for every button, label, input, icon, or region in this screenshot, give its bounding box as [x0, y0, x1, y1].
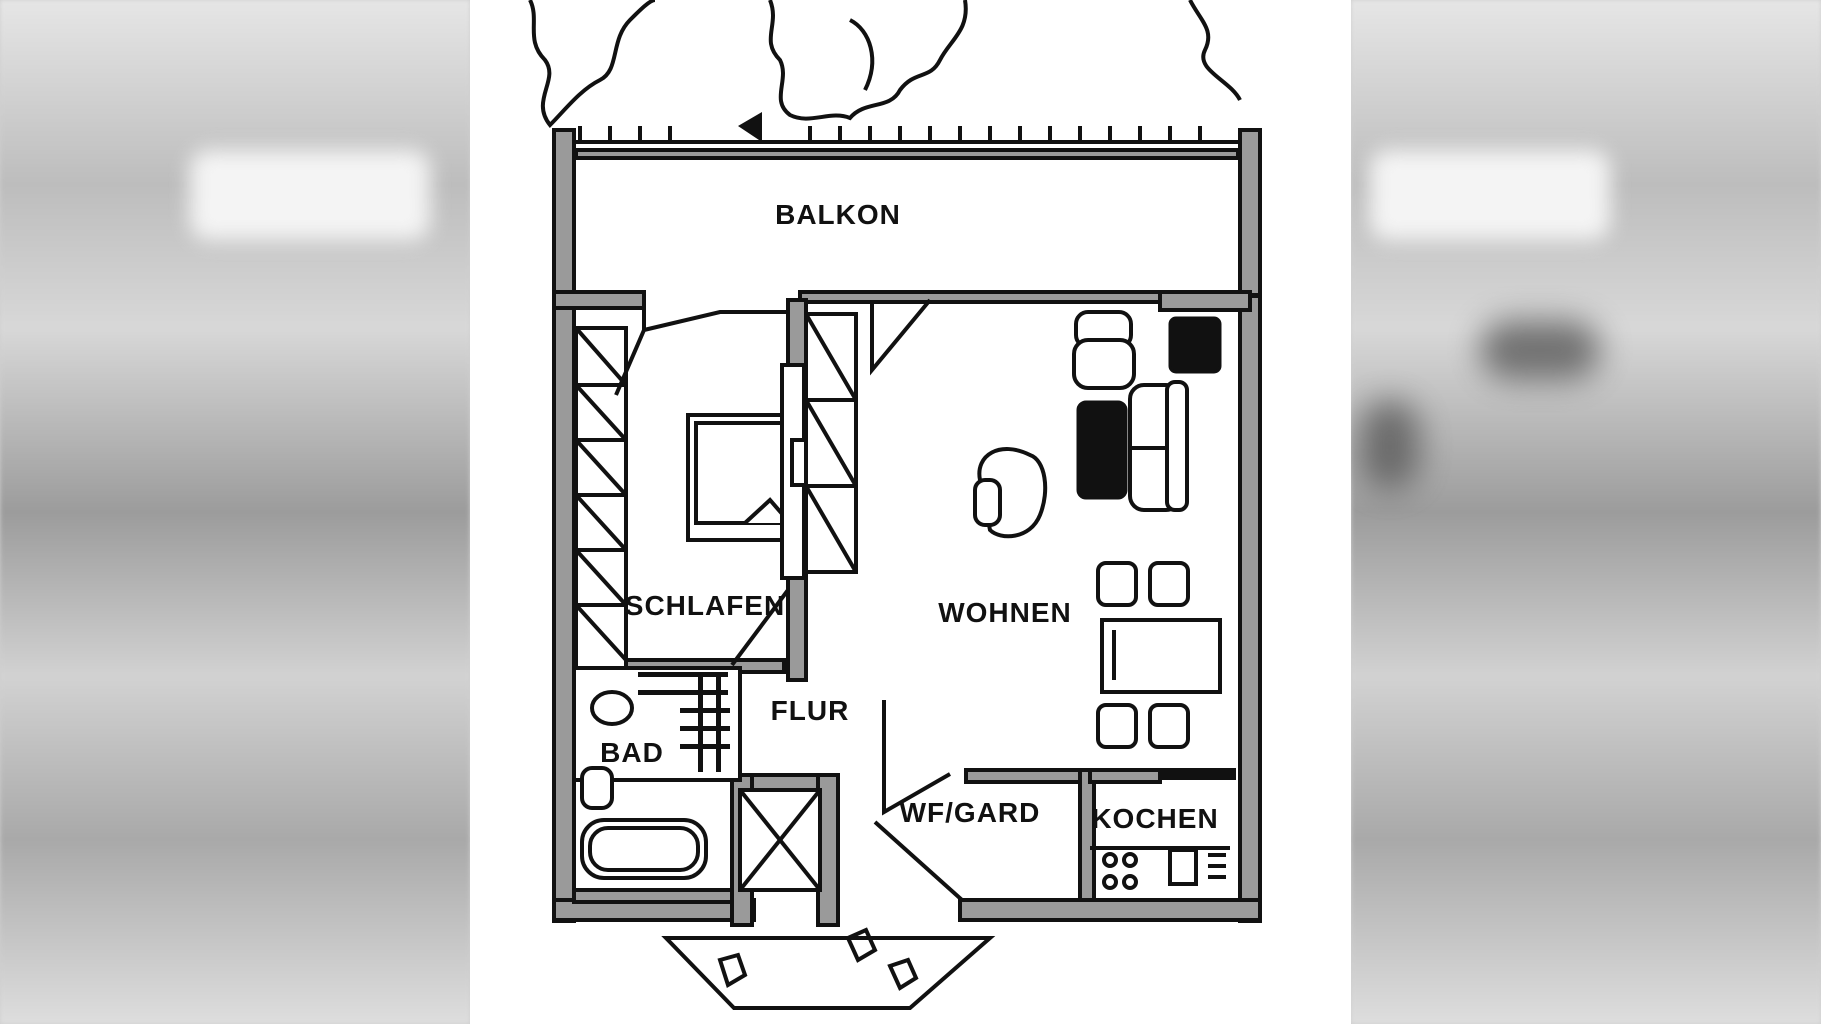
room-label-kochen: KOCHEN — [1091, 803, 1218, 834]
blurred-shape — [1360, 400, 1420, 490]
room-label-wohnen: WOHNEN — [938, 597, 1072, 628]
tree-icon — [528, 0, 1242, 128]
bathroom-fixtures — [572, 666, 742, 880]
tile-pattern — [638, 672, 730, 772]
plant-icon — [1076, 316, 1222, 500]
outer-walls — [552, 128, 1262, 923]
blurred-shape — [1480, 320, 1600, 380]
armchair-icon — [973, 310, 1189, 539]
elevator-shaft — [738, 788, 822, 892]
stove-icon — [1090, 768, 1236, 890]
blurred-shape — [1370, 150, 1610, 240]
wardrobe — [574, 326, 628, 670]
door — [614, 296, 964, 902]
room-label-bad: BAD — [600, 737, 664, 768]
entrance-area — [661, 927, 996, 1010]
floor-plan: BALKON SCHLAFEN WOHNEN FLUR BAD WF/GARD … — [528, 0, 1262, 1010]
dining-table — [1096, 561, 1222, 749]
room-label-flur: FLUR — [771, 695, 850, 726]
blurred-shape — [190, 150, 430, 240]
room-label-schlafen: SCHLAFEN — [625, 590, 785, 621]
floor-plan-panel: BALKON SCHLAFEN WOHNEN FLUR BAD WF/GARD … — [470, 0, 1351, 1024]
bed — [686, 363, 808, 580]
wardrobe — [804, 312, 858, 574]
room-label-balkon: BALKON — [775, 199, 901, 230]
room-label-wfgard: WF/GARD — [900, 797, 1041, 828]
flag-icon — [738, 112, 762, 142]
balcony-railing — [556, 126, 1246, 144]
